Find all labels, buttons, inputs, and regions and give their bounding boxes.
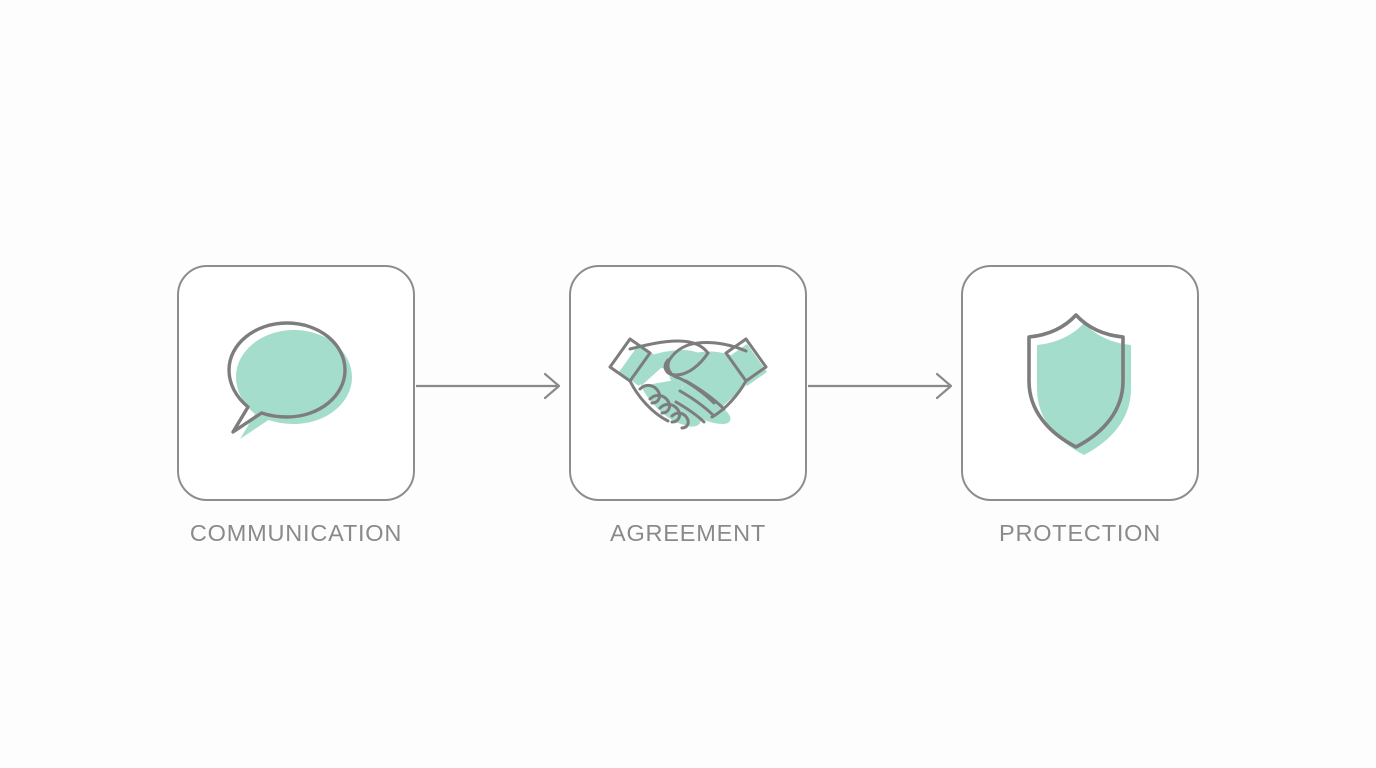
speech-bubble-icon (227, 321, 352, 439)
step-protection[interactable]: PROTECTION (961, 265, 1199, 547)
arrow-right-icon (416, 372, 561, 400)
connector-arrow-1 (415, 371, 569, 401)
shield-icon (1027, 313, 1131, 455)
step-card-protection[interactable] (961, 265, 1199, 501)
step-label-communication: COMMUNICATION (189, 520, 403, 546)
step-card-communication[interactable] (177, 265, 415, 501)
step-label-protection: PROTECTION (998, 520, 1162, 546)
connector-arrow-2 (807, 371, 961, 401)
step-card-agreement[interactable] (569, 265, 807, 501)
step-agreement[interactable]: AGREEMENT (569, 265, 807, 547)
handshake-icon (608, 337, 768, 430)
arrow-right-icon (808, 372, 953, 400)
step-label-agreement: AGREEMENT (609, 520, 767, 546)
step-communication[interactable]: COMMUNICATION (177, 265, 415, 547)
